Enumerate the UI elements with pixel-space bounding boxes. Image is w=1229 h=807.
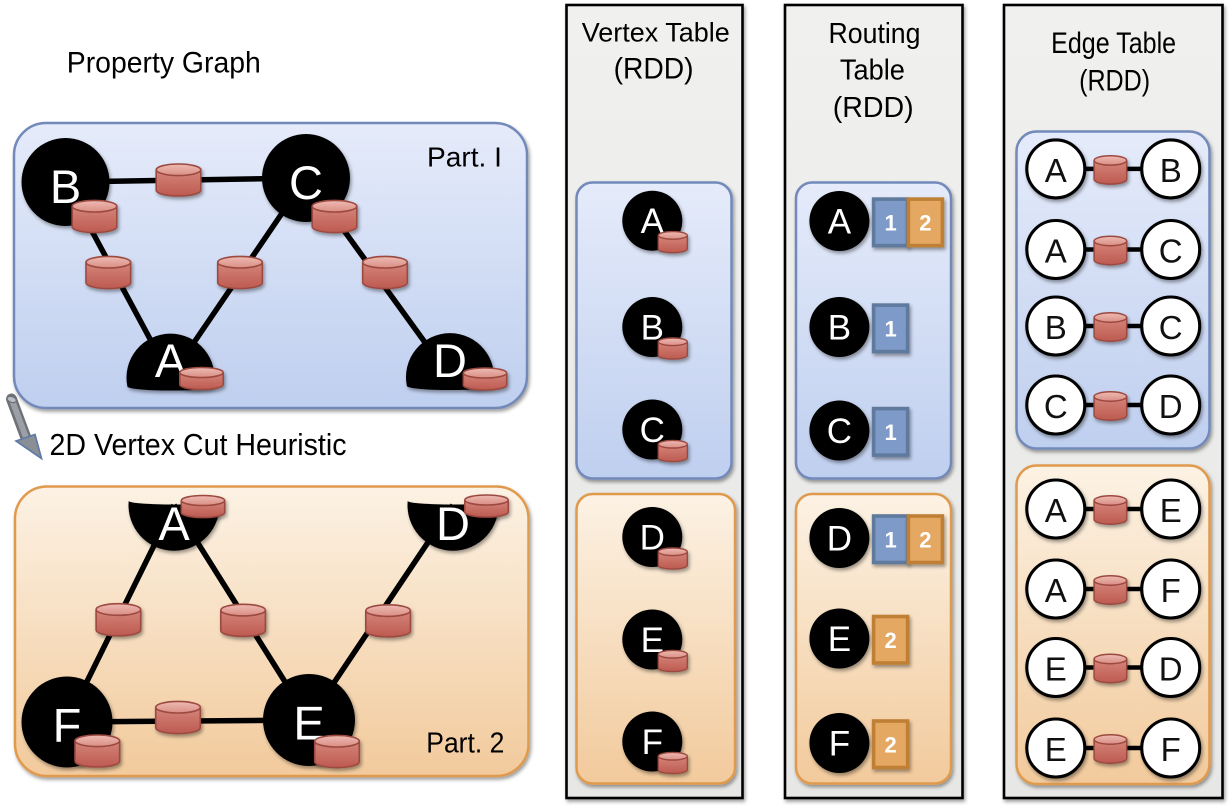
svg-text:Routing: Routing bbox=[829, 18, 921, 50]
svg-text:(RDD): (RDD) bbox=[833, 92, 914, 124]
svg-text:D: D bbox=[827, 520, 852, 559]
svg-text:1: 1 bbox=[884, 527, 896, 552]
svg-text:F: F bbox=[829, 725, 850, 764]
svg-text:A: A bbox=[1045, 152, 1067, 189]
svg-text:C: C bbox=[1044, 388, 1068, 425]
svg-text:B: B bbox=[828, 309, 851, 348]
svg-text:C: C bbox=[827, 412, 852, 451]
svg-text:1: 1 bbox=[884, 420, 896, 445]
svg-text:Part. I: Part. I bbox=[427, 142, 502, 173]
svg-text:C: C bbox=[1159, 309, 1183, 346]
svg-text:B: B bbox=[641, 309, 664, 348]
svg-text:E: E bbox=[1045, 731, 1067, 768]
svg-text:(RDD): (RDD) bbox=[1079, 65, 1150, 98]
svg-text:E: E bbox=[1160, 492, 1182, 529]
svg-text:Vertex Table: Vertex Table bbox=[582, 18, 730, 48]
svg-text:1: 1 bbox=[884, 210, 896, 235]
svg-text:E: E bbox=[828, 620, 851, 659]
svg-text:C: C bbox=[289, 156, 323, 209]
svg-text:Property Graph: Property Graph bbox=[67, 47, 261, 80]
svg-text:C: C bbox=[1159, 233, 1183, 270]
svg-text:2: 2 bbox=[884, 732, 896, 757]
svg-text:Part. 2: Part. 2 bbox=[426, 728, 504, 760]
svg-text:E: E bbox=[1045, 651, 1067, 688]
svg-text:B: B bbox=[1160, 152, 1182, 189]
svg-text:1: 1 bbox=[884, 316, 896, 341]
svg-text:2D Vertex Cut Heuristic: 2D Vertex Cut Heuristic bbox=[50, 427, 347, 462]
svg-text:2: 2 bbox=[884, 628, 896, 653]
svg-text:D: D bbox=[433, 334, 467, 387]
svg-text:E: E bbox=[641, 621, 664, 660]
svg-text:Edge Table: Edge Table bbox=[1051, 27, 1176, 60]
svg-text:(RDD): (RDD) bbox=[614, 53, 694, 86]
svg-text:F: F bbox=[1161, 572, 1181, 609]
svg-text:2: 2 bbox=[919, 210, 931, 235]
svg-text:2: 2 bbox=[919, 527, 931, 552]
svg-text:D: D bbox=[1159, 651, 1183, 688]
svg-text:A: A bbox=[1045, 233, 1067, 270]
svg-text:Table: Table bbox=[840, 54, 905, 86]
svg-text:F: F bbox=[642, 723, 663, 762]
svg-text:D: D bbox=[1159, 388, 1183, 425]
svg-text:B: B bbox=[1045, 309, 1067, 346]
svg-text:F: F bbox=[1161, 731, 1181, 768]
svg-text:A: A bbox=[828, 203, 852, 242]
svg-text:A: A bbox=[1045, 492, 1067, 529]
svg-text:A: A bbox=[1045, 572, 1067, 609]
